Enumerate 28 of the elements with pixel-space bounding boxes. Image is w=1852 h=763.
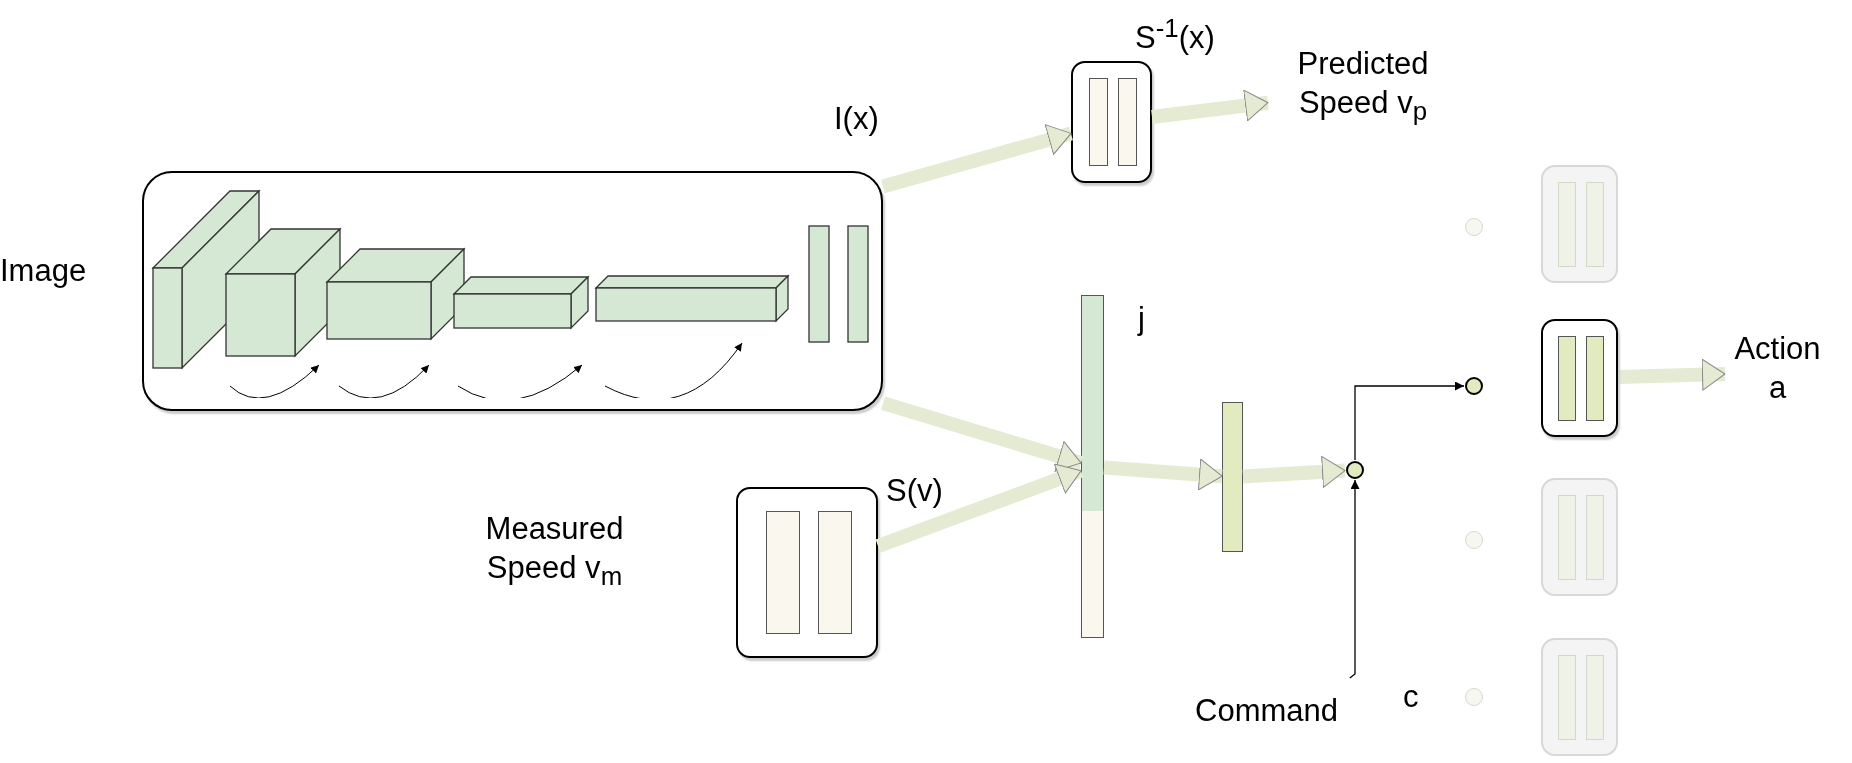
branch-node-circle	[1465, 377, 1483, 395]
output-label: Predicted Speed v$_{p}$	[1296, 45, 1430, 127]
block-arrow	[881, 124, 1073, 194]
output-label: Action a	[1733, 330, 1822, 407]
layer-box	[1541, 165, 1618, 283]
layer-title: S(v)	[886, 472, 944, 510]
vector-label: j	[1138, 300, 1146, 338]
block-arrow	[1151, 89, 1269, 124]
block-arrow	[880, 396, 1084, 472]
block-arrow	[1242, 455, 1346, 488]
layer-title: S$^{-1}$(x)	[1135, 13, 1216, 58]
branch-node-circle	[1465, 218, 1483, 236]
block-arrow	[875, 463, 1084, 553]
input-label: c	[1403, 678, 1420, 716]
block-arrow	[1617, 358, 1726, 391]
branch-node-circle	[1465, 688, 1483, 706]
layer-box	[1541, 478, 1618, 596]
input-label: Image	[0, 252, 88, 290]
branch-node-circle	[1465, 531, 1483, 549]
block-arrow	[1103, 458, 1223, 491]
layer-box	[1541, 319, 1618, 437]
layer-box	[1541, 638, 1618, 756]
hidden-layer-bar	[1222, 402, 1243, 552]
arrow	[1354, 381, 1465, 461]
branch-node-circle	[1346, 461, 1364, 479]
input-label: Measured Speed v$_{m}$	[484, 510, 625, 592]
input-label: Command	[1195, 692, 1339, 730]
arrow	[1349, 479, 1360, 679]
